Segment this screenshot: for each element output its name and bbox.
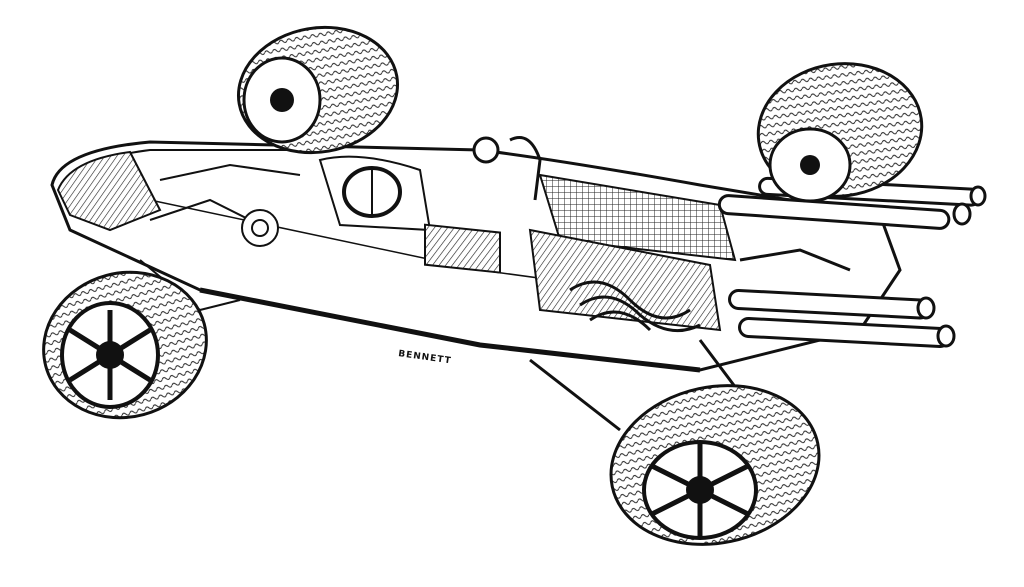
seat-back bbox=[424, 223, 501, 274]
front-right-wheel bbox=[42, 270, 208, 420]
steering-wheel bbox=[342, 166, 402, 218]
engine-block bbox=[528, 173, 737, 333]
front-suspension bbox=[139, 163, 301, 312]
rear-right-wheel bbox=[609, 384, 821, 546]
front-left-wheel bbox=[236, 25, 400, 155]
nose-section bbox=[56, 150, 162, 232]
rear-left-wheel bbox=[756, 62, 924, 203]
roll-hoop bbox=[472, 136, 542, 201]
artist-signature: BENNETT bbox=[398, 349, 453, 366]
cockpit bbox=[318, 155, 501, 274]
